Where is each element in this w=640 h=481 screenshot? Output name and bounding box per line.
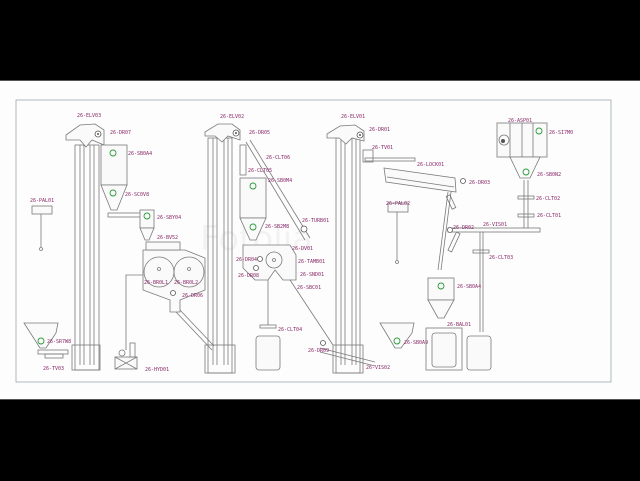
label-asp01: 26-ASP01	[508, 118, 532, 124]
label-dv01: 26-DV01	[292, 246, 313, 252]
sensor-icon	[109, 189, 117, 197]
label-silo-a: 26-SB0A4	[128, 151, 152, 157]
label-vis02: 26-VIS02	[366, 365, 390, 371]
silo-left	[100, 144, 155, 241]
roller-mill	[125, 241, 215, 351]
equipment-labels: 26-ELV03 26-DR07 26-SB0A4 26-SC0V8 26-SB…	[30, 113, 573, 373]
label-dr03: 26-DR03	[469, 180, 490, 186]
label-silo-b: 26-SC0V8	[125, 192, 149, 198]
bagging-station	[425, 277, 463, 371]
label-brol1: 26-BR0L1	[144, 280, 168, 286]
label-clt06: 26-CLT06	[266, 155, 290, 161]
letterbox-top	[0, 0, 640, 81]
conveyor-lock01	[383, 167, 466, 271]
label-silo-d: 26-SB0M4	[268, 178, 292, 184]
label-dr04: 26-DR04	[236, 257, 257, 263]
label-tv01: 26-TV01	[372, 145, 393, 151]
label-silo-f: 26-SB0A4	[457, 284, 481, 290]
label-pal01: 26-PAL01	[30, 198, 54, 204]
label-dr01: 26-DR01	[369, 127, 390, 133]
label-pal02: 26-PAL02	[386, 201, 410, 207]
label-dr06: 26-DR06	[182, 293, 203, 299]
label-dr02: 26-DR02	[453, 225, 474, 231]
label-tamb01: 26-TAMB01	[298, 259, 325, 265]
label-lock01: 26-LOCK01	[417, 162, 444, 168]
sensor-icon	[535, 127, 543, 135]
aspirator-asp01	[496, 122, 548, 228]
label-silo-c: 26-SBY04	[157, 215, 181, 221]
label-hyd01: 26-HYD01	[145, 367, 169, 373]
pallet-pal02	[387, 202, 409, 264]
label-bv52: 26-BV52	[157, 235, 178, 241]
label-clt03: 26-CLT03	[489, 255, 513, 261]
screw-vis01	[447, 227, 541, 371]
sensor-icon	[249, 182, 257, 190]
label-dr05: 26-DR05	[249, 130, 270, 136]
sensor-icon	[249, 223, 257, 231]
elevator-elv01	[319, 124, 416, 374]
label-silo-i: 26-SB0N2	[537, 172, 561, 178]
elevator-elv03	[65, 123, 105, 371]
label-dr07: 26-DR07	[110, 130, 131, 136]
sensor-icon	[143, 212, 151, 220]
label-silo-h: 26-SI7M0	[549, 130, 573, 136]
elevator-elv02	[204, 123, 241, 374]
sensor-icon	[393, 337, 401, 345]
hopper-right	[379, 322, 415, 349]
hopper-left	[23, 322, 69, 359]
label-elv03: 26-ELV03	[77, 113, 101, 119]
label-silo-e: 26-SB2M8	[265, 224, 289, 230]
sensor-icon	[37, 337, 45, 345]
divider-unit	[242, 225, 334, 371]
pallet-pal01	[31, 205, 53, 251]
label-elv02: 26-ELV02	[220, 114, 244, 120]
label-elv01: 26-ELV01	[341, 114, 365, 120]
label-tv03: 26-TV03	[43, 366, 64, 372]
label-bal01: 26-BAL01	[447, 322, 471, 328]
label-sbc01: 26-SBC01	[297, 285, 321, 291]
label-turb01: 26-TURB01	[302, 218, 329, 224]
label-dr08: 26-DR08	[238, 273, 259, 279]
label-clt01: 26-CLT01	[537, 213, 561, 219]
letterbox-bottom	[0, 399, 640, 481]
label-clt05: 26-CLT05	[248, 168, 272, 174]
sensor-icon	[109, 149, 117, 157]
label-snd01: 26-SND01	[300, 272, 324, 278]
label-silo-g: 26-SB0A9	[404, 340, 428, 346]
hydraulic-hyd01	[114, 342, 138, 370]
sensor-icon	[522, 168, 530, 176]
label-srw: 26-SR7W8	[47, 339, 71, 345]
label-vis01: 26-VIS01	[483, 222, 507, 228]
drawing-frame	[15, 99, 612, 383]
label-clt04: 26-CLT04	[278, 327, 302, 333]
sensor-icon	[437, 282, 445, 290]
label-brol2: 26-BR0L2	[174, 280, 198, 286]
label-dr09: 26-DR09	[308, 348, 329, 354]
label-clt02: 26-CLT02	[536, 196, 560, 202]
silo-middle	[239, 139, 311, 241]
